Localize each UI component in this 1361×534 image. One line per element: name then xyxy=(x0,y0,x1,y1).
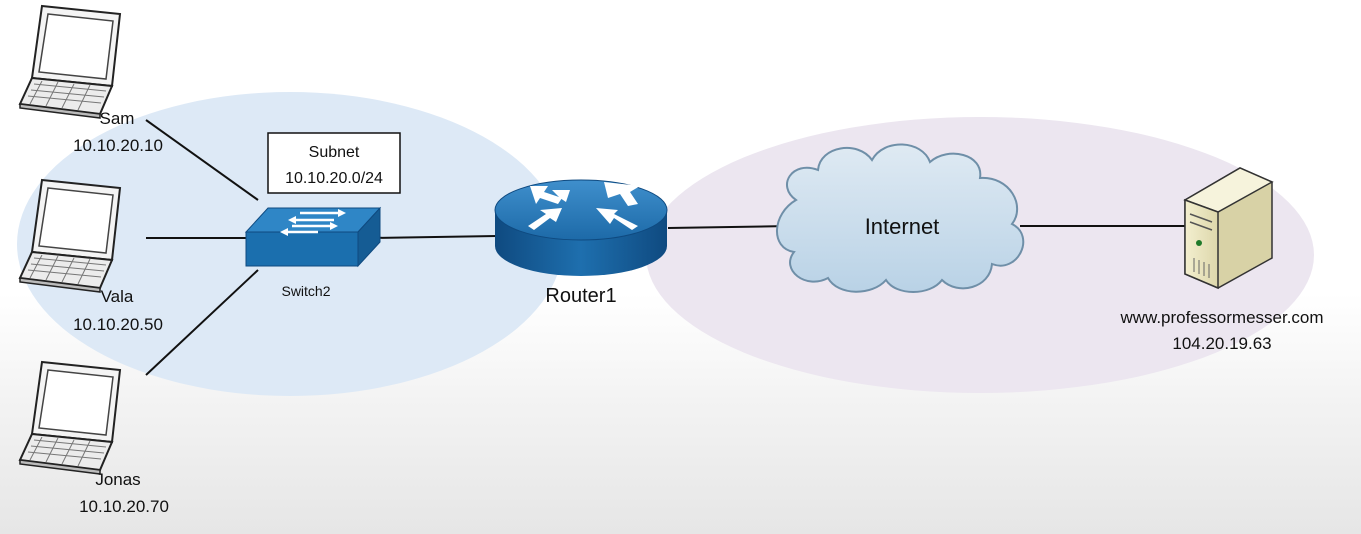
subnet-cidr: 10.10.20.0/24 xyxy=(285,170,383,187)
router-label: Router1 xyxy=(545,285,616,307)
cloud-icon xyxy=(776,143,1025,293)
link-jonas-switch xyxy=(145,269,259,376)
subnet-box xyxy=(267,132,401,194)
host-name-sam: Sam xyxy=(100,109,135,128)
laptop-icon xyxy=(19,5,121,119)
router-icon xyxy=(494,179,668,276)
host-ip-sam: 10.10.20.10 xyxy=(73,136,163,155)
link-router-cloud xyxy=(667,225,791,229)
network-links xyxy=(145,119,1185,376)
link-sam-switch xyxy=(145,119,259,201)
host-name-vala: Vala xyxy=(101,287,134,306)
subnet-title: Subnet xyxy=(309,144,360,161)
host-name-jonas: Jonas xyxy=(95,470,140,489)
switch-icon xyxy=(244,206,382,268)
host-ip-jonas: 10.10.20.70 xyxy=(79,497,169,516)
server-icon xyxy=(1183,167,1274,290)
host-ip-vala: 10.10.20.50 xyxy=(73,315,163,334)
cloud-label: Internet xyxy=(865,214,940,239)
server-ip: 104.20.19.63 xyxy=(1172,334,1271,353)
switch-label: Switch2 xyxy=(281,283,330,299)
link-switch-router xyxy=(369,235,498,239)
server-hostname: www.professormesser.com xyxy=(1119,308,1323,327)
laptop-icon xyxy=(19,361,121,475)
